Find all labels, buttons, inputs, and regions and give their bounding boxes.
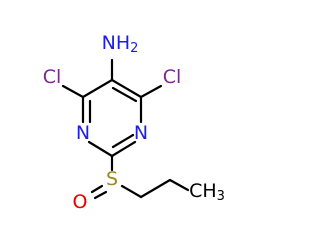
bond-s-o	[90, 184, 104, 194]
bonds	[61, 58, 190, 200]
cl-left-label: Cl	[43, 66, 62, 88]
bond-c5-c4	[110, 78, 143, 99]
n-right-label: N	[134, 122, 148, 144]
nh2-subscript: 2	[130, 41, 138, 56]
molecule-drawing: NH2 Cl Cl N N S O CH3	[43, 32, 225, 213]
bond-ch2-ch2	[139, 178, 172, 199]
bond-c4-cl	[139, 84, 163, 99]
bond-ch2-ch3	[168, 178, 190, 192]
bond-n3-c2	[110, 140, 137, 158]
structure-canvas: NH2 Cl Cl N N S O CH3	[42, 32, 225, 213]
cl-right-label: Cl	[163, 66, 182, 88]
bond-s-ch2	[120, 184, 143, 199]
bond-c5-c4-inner	[111, 86, 138, 103]
nh2-label: NH2	[102, 32, 139, 56]
ch3-main: CH	[189, 180, 217, 202]
bond-c5-c6	[81, 78, 114, 99]
o-label: O	[73, 191, 88, 213]
bond-s-o-inner	[93, 190, 108, 200]
bond-n3-c2-inner	[111, 133, 135, 149]
ch3-subscript: 3	[217, 189, 225, 204]
bond-n1-c2	[87, 140, 114, 158]
bond-c6-cl	[61, 84, 85, 99]
ch3-label: CH3	[189, 180, 225, 204]
s-label: S	[106, 168, 118, 190]
nh2-main: NH	[102, 32, 131, 54]
n-left-label: N	[76, 122, 90, 144]
